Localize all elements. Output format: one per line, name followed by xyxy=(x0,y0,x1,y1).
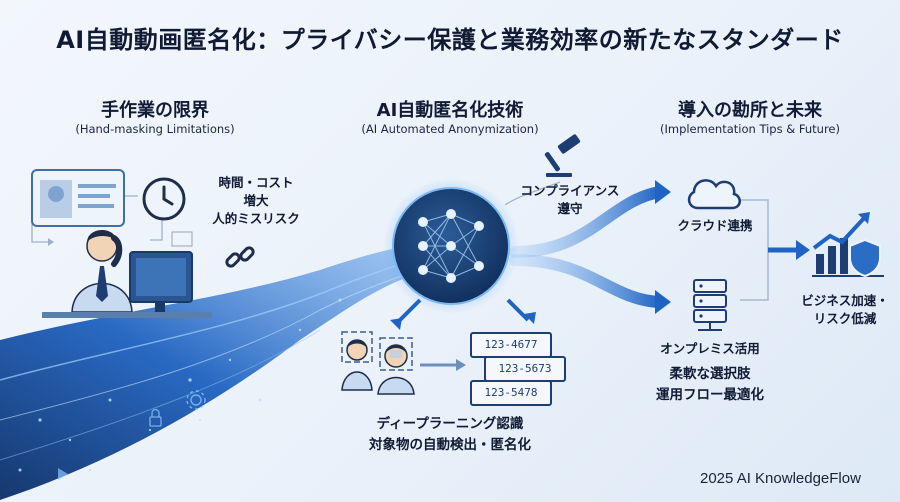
issue-line-time-cost: 時間・コスト xyxy=(218,175,294,190)
result-line-risk: リスク低減 xyxy=(813,311,877,326)
issue-text: 時間・コスト 増大 人的ミスリスク xyxy=(200,174,312,228)
tech-line-auto-detect: 対象物の自動検出・匿名化 xyxy=(369,437,531,453)
center-section-title: AI自動匿名化技術 xyxy=(376,100,524,121)
flex-line-choices: 柔軟な選択肢 xyxy=(669,366,751,382)
onprem-label: オンプレミス活用 xyxy=(660,341,760,356)
cloud-icon xyxy=(687,179,741,210)
right-section-subtitle: (Implementation Tips & Future) xyxy=(659,122,840,136)
clock-icon xyxy=(142,177,186,221)
data-wave xyxy=(0,240,470,500)
flex-text: 柔軟な選択肢 運用フロー最適化 xyxy=(640,364,780,406)
result-text: ビジネス加速・ リスク低減 xyxy=(790,292,900,328)
shield-icon xyxy=(849,238,881,278)
gear-icon xyxy=(186,390,206,410)
compliance-text: コンプライアンス 遵守 xyxy=(510,182,630,218)
left-section-subtitle: (Hand-masking Limitations) xyxy=(75,122,235,136)
neural-network-icon xyxy=(383,178,519,314)
left-section-title: 手作業の限界 xyxy=(101,100,209,121)
tech-text: ディープラーニング認識 対象物の自動検出・匿名化 xyxy=(330,414,570,456)
right-section-title: 導入の勘所と未来 xyxy=(678,100,822,121)
center-section-subtitle: (AI Automated Anonymization) xyxy=(361,122,539,136)
issue-line-increase: 増大 xyxy=(243,193,269,208)
worker-icon xyxy=(31,169,212,318)
cloud-label: クラウド連携 xyxy=(677,218,753,233)
license-plate: 123-4677 xyxy=(470,332,552,358)
tech-line-deep-learning: ディープラーニング認識 xyxy=(376,416,524,432)
gavel-icon xyxy=(544,134,581,177)
compliance-line-2: 遵守 xyxy=(557,201,583,216)
compliance-line-1: コンプライアンス xyxy=(520,183,620,198)
license-plate: 123-5478 xyxy=(470,380,552,406)
lock-icon xyxy=(149,408,162,427)
face-blur-icon xyxy=(341,331,415,395)
issue-line-human-error: 人的ミスリスク xyxy=(212,211,300,226)
server-icon xyxy=(693,279,727,331)
flex-line-workflow: 運用フロー最適化 xyxy=(656,387,764,403)
growth-chart-icon xyxy=(812,212,884,277)
result-line-business: ビジネス加速・ xyxy=(801,293,889,308)
broken-chain-icon xyxy=(225,246,255,268)
license-plate: 123-5673 xyxy=(484,356,566,382)
play-icon xyxy=(58,468,68,480)
credit-text: 2025 AI KnowledgeFlow xyxy=(700,470,861,487)
license-plate-stack: 123-4677 123-5673 123-5478 xyxy=(470,332,570,406)
page-title: AI自動動画匿名化：プライバシー保護と業務効率の新たなスタンダード xyxy=(56,26,844,54)
